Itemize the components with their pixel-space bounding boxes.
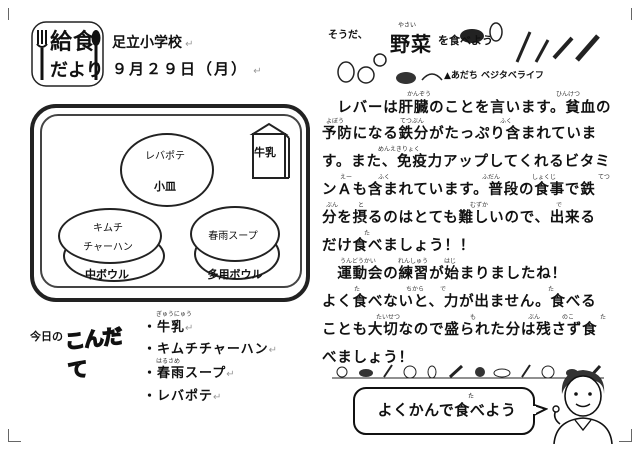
ruby-shokuji: しょくじ [532,174,557,181]
ruby-undoukai: うんどうかい [340,258,376,265]
banner-prefix: そうだ、 [328,30,368,41]
multi-bowl [190,206,280,262]
slogan-bubble: た よくかんで食べよう [352,385,548,437]
menu-item-reba-pote: ・レバポテ↵ [143,389,223,404]
medium-bowl-name: 中ボウル [85,268,129,281]
medium-bowl-food-label-1: キムチ [93,223,123,234]
menu-item-kimchi-fried-rice: ・キムチチャーハン↵ [143,342,279,357]
vegetables-strip-icon [332,364,604,379]
ruby-tetsu: てつ [598,174,610,181]
crop-mark-top-right [619,8,632,20]
article-line-10: べましょう！ [322,350,414,366]
menu-item-harusame-soup: ・春雨スープ↵ [143,366,236,381]
speech-bubble-icon [353,387,548,435]
multi-bowl-food-label: 春雨スープ [208,231,258,242]
slogan-ruby: た [468,393,475,400]
menu-item-milk: ・牛乳↵ [143,320,195,335]
ruby-renshuu: れんしゅう [398,258,429,265]
crop-mark-bottom-right [619,429,632,442]
ruby-kanzou: かんぞう [407,91,432,98]
lunch-staff-person-icon [552,370,613,444]
ruby-to: と [358,202,365,209]
small-plate-food-label: レバポテ [145,151,185,162]
slogan-text: よくかんで食べよう [377,401,517,419]
ruby-menekiryoku: めんえきりょく [378,146,420,153]
title-line1: 給食 [50,30,97,55]
medium-bowl-food-label-2: チャーハン [83,242,133,253]
ruby-hinketsu: ひんけつ [556,91,581,98]
ruby-ta-1: た [364,230,371,237]
ruby-haji: はじ [444,258,457,265]
ruby-de: で [556,202,563,209]
milk-label: 牛乳 [254,146,276,159]
article-line-9: ことも大切なので盛られた分は残さず食 [322,322,598,338]
ruby-tetsubun: てつぶん [400,118,424,125]
lunch-tray-inner [40,114,302,288]
small-plate [120,133,214,207]
newsletter-title: 給食 だより [30,20,105,88]
article-line-3: す。また、免疫力アップしてくれるビタミ [322,154,611,170]
ruby-chikara: ちから [406,286,425,293]
vegetables-illustration [337,22,600,84]
ruby-ta-2: た [354,286,361,293]
ruby-de-2: で [440,286,447,293]
article-line-7: 運動会の練習が始まりましたね！ [322,266,567,282]
small-plate-name: 小皿 [154,180,176,193]
multi-bowl-name: 多用ボウル [207,268,263,281]
menu-ruby-1: ぎゅうにゅう [156,311,192,318]
school-name: 足立小学校 ↵ [112,35,194,51]
ruby-muzuka: むずか [470,202,489,209]
article-line-5: 分を摂るのはとても難しいので、出来る [322,210,596,226]
todays-menu-heading: 今日の こんだて [30,320,136,383]
ruby-ta-3: た [548,286,555,293]
banner-ruby: やさい [398,22,417,29]
vegetable-banner: そうだ、 やさい 野菜 を食べよう ▲あだち ベジタベライフ [322,18,614,98]
issue-date: ９月２９日（月） ↵ [112,60,264,78]
ruby-fudan: ふだん [482,174,501,181]
article-line-8: よく食べないと、力が出ません。食べる [322,294,597,310]
ruby-ei: えー [340,174,353,181]
menu-ruby-2: はるさめ [156,358,181,365]
banner-suffix: を食べよう [438,34,493,47]
title-line2: だより [50,60,104,81]
fork-spoon-icon [31,21,104,87]
article-line-1: レバーは肝臓のことを言います。貧血の [322,100,612,116]
milk-carton-icon [249,122,290,179]
ruby-bun: ぶん [326,202,339,209]
lunch-tray [30,104,310,302]
ruby-bun-2: ぶん [528,314,541,321]
ruby-fuku-1: ふく [500,118,513,125]
medium-bowl [58,208,162,264]
article-line-4: ンＡも含まれています。普段の食事で鉄 [322,182,596,198]
article-line-6: だけ食べましょう！！ [322,238,475,254]
banner-main: 野菜 [390,32,432,56]
crop-mark-bottom-left [8,429,21,442]
ruby-noko: のこ [562,314,575,321]
menu-heading-small: 今日の [30,330,63,343]
banner-sub: ▲あだち ベジタベライフ [444,71,544,81]
ruby-taisetsu: たいせつ [376,314,401,321]
ruby-fuku-2: ふく [378,174,391,181]
crop-mark-top-left [8,8,21,20]
menu-heading-big: こんだて [63,323,124,383]
ruby-mo: も [470,314,477,321]
article-line-2: 予防になる鉄分がたっぷり含まれていま [322,126,597,142]
ruby-ta-4: た [600,314,607,321]
ruby-yobou: よぼう [326,118,345,125]
